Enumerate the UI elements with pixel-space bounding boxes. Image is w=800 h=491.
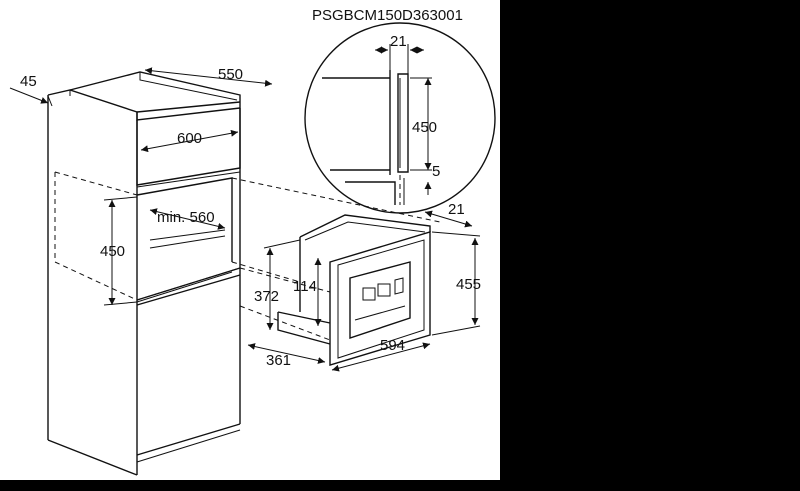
dim-detail-bottom-gap: 5: [432, 163, 440, 180]
dim-appliance-inner-height: 114: [293, 278, 317, 295]
dim-appliance-width: 594: [380, 337, 405, 354]
dimensions: [9, 44, 481, 372]
cabinet: [47, 71, 241, 476]
drawing-code: PSGBCM150D363001: [312, 7, 463, 24]
dim-cabinet-width: 600: [177, 130, 202, 147]
dim-appliance-height: 455: [456, 276, 481, 293]
frame-bottom: [0, 480, 800, 486]
dim-detail-height: 450: [412, 119, 437, 136]
dim-cabinet-offset: 45: [20, 73, 37, 90]
dim-cabinet-niche-height: 450: [100, 243, 125, 260]
dim-detail-gap: 21: [390, 33, 407, 50]
dimension-labels: 45 550 600 min. 560 450 21 450 5 21 455 …: [20, 33, 481, 369]
dim-appliance-body-depth: 361: [266, 352, 291, 369]
dim-cabinet-depth: 550: [218, 66, 243, 83]
frame-right: [500, 0, 800, 486]
dim-appliance-body-height: 372: [254, 288, 279, 305]
dim-appliance-front-depth: 21: [448, 201, 465, 218]
appliance: [277, 214, 431, 366]
dim-cabinet-min-depth: min. 560: [157, 209, 215, 226]
drawing-area: [0, 0, 500, 480]
detail-view: [304, 22, 496, 214]
projection-lines: [54, 171, 441, 341]
